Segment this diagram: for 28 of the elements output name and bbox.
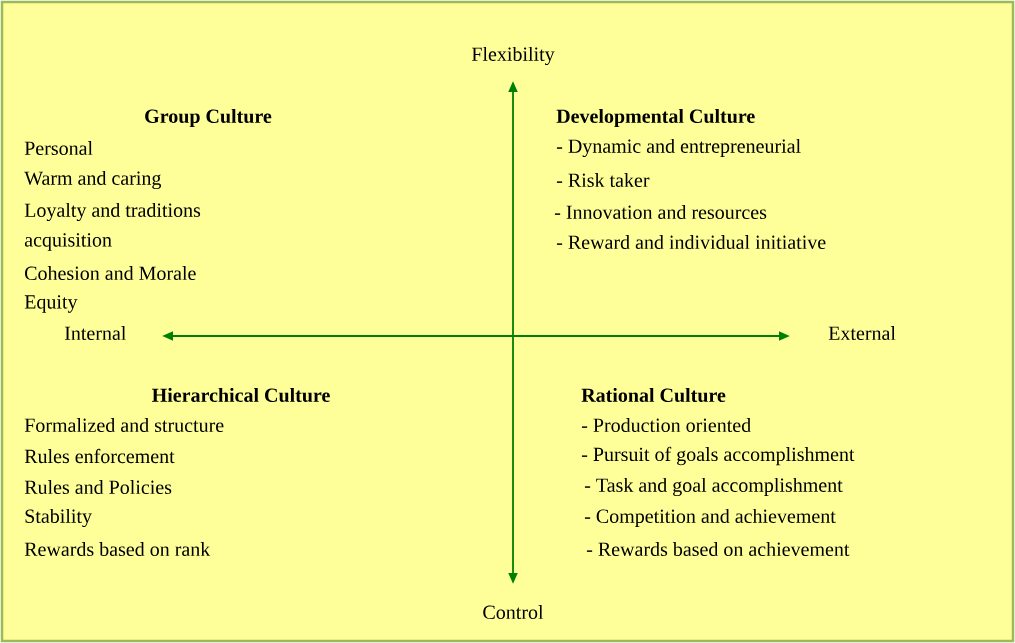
axis-label: External <box>828 325 896 341</box>
list-item: Cohesion and Morale <box>25 265 196 281</box>
list-item: Warm and caring <box>24 170 162 190</box>
axis-label: Flexibility <box>471 46 555 66</box>
list-item: Personal <box>24 140 93 155</box>
list-item: Equity <box>24 295 78 313</box>
axis-label: Control <box>483 604 544 620</box>
list-item: - Risk taker <box>556 172 650 187</box>
list-item: Rewards based on rank <box>24 541 211 557</box>
list-item: - Dynamic and entrepreneurial <box>556 138 801 158</box>
quadrant-heading: Rational Culture <box>581 387 726 403</box>
list-item: Loyalty and traditions <box>24 202 201 222</box>
quadrant-heading: Hierarchical Culture <box>152 387 330 403</box>
quadrant-heading: Developmental Culture <box>556 108 755 128</box>
list-item: Stability <box>25 508 92 528</box>
list-item: - Production oriented <box>581 417 751 433</box>
list-item: acquisition <box>24 233 112 251</box>
list-item: - Reward and individual initiative <box>556 234 826 249</box>
list-item: - Task and goal accomplishment <box>584 477 843 497</box>
list-item: Rules enforcement <box>24 448 175 464</box>
list-item: - Innovation and resources <box>554 204 767 220</box>
quadrant-heading: Group Culture <box>145 108 272 128</box>
list-item: - Rewards based on achievement <box>586 541 850 557</box>
list-item: Formalized and structure <box>24 417 224 433</box>
list-item: - Pursuit of goals accomplishment <box>581 446 855 466</box>
list-item: - Competition and achievement <box>584 508 836 528</box>
list-item: Rules and Policies <box>24 479 172 495</box>
axis-label: Internal <box>64 325 126 341</box>
